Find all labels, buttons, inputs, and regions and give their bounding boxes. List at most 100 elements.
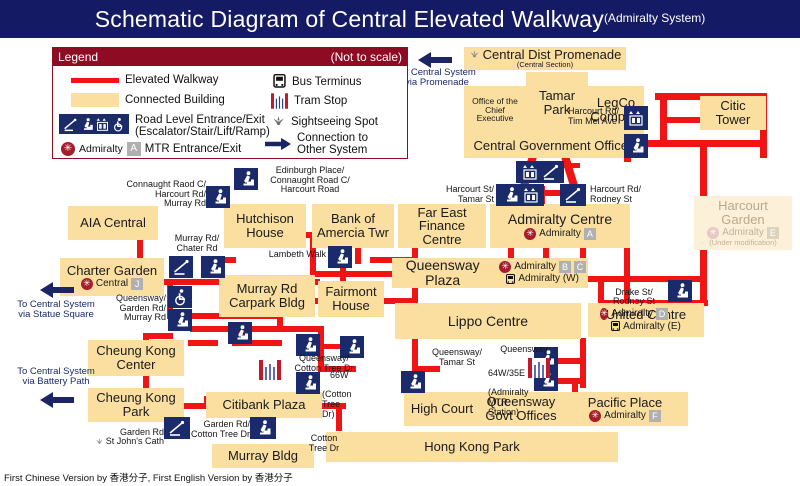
facility-stair-legco[interactable] (624, 134, 648, 158)
building-name: Harcourt Garden (718, 197, 768, 227)
facility-queensway-cotton-tree-upper[interactable] (296, 334, 320, 356)
arrow-left-icon (40, 392, 74, 408)
legend-item-bus-terminus: Bus Terminus (273, 74, 361, 89)
walkway-segment (580, 276, 706, 282)
label-harcourt-rodney: Harcourt Rd/ Rodney St (590, 184, 642, 204)
walkway-segment (572, 382, 578, 396)
stair-icon (345, 339, 360, 354)
title-suffix: (Admiralty System) (603, 11, 706, 25)
tram-stop-admiralty-mtr[interactable] (528, 358, 550, 383)
building-pacific-place[interactable]: Pacific Place ✳ Admiralty F (562, 392, 688, 426)
building-office-chief-executive[interactable]: Office of the Chief Executive (464, 86, 526, 134)
label-harcourt-tim-mei: Harcourt Rd/ Tim Mei Ave (568, 106, 620, 126)
building-cheung-kong-park[interactable]: Cheung Kong Park (88, 388, 184, 422)
facility-garden-rd-cotton-tree-stair[interactable] (250, 417, 276, 439)
label-harcourt-st-tamar-st: Harcourt St/ Tamar St (445, 184, 494, 204)
mtr-exit-badge: B (559, 261, 571, 273)
building-swatch-icon (71, 93, 119, 107)
building-hutchison-house[interactable]: Hutchison House (224, 204, 306, 248)
walkway-segment (412, 248, 418, 264)
facility-66w-stair[interactable] (340, 336, 364, 358)
building-name: Far East Finance Centre (417, 204, 467, 247)
label-drake-rodney: Drake St/ Rodney St ✳ Admiralty D (600, 278, 668, 330)
building-murray-rd-carpark-bldg[interactable]: Murray Rd Carpark Bldg (219, 275, 315, 317)
label-subtext: (Cotton Tree Dr) (322, 389, 352, 419)
building-name: Citibank Plaza (222, 397, 306, 413)
facility-lambeth-walk[interactable] (328, 246, 352, 268)
legend-sublabel: (Escalator/Stair/Lift/Ramp) (135, 126, 270, 139)
facility-escalator-harcourt-rodney[interactable] (560, 184, 586, 206)
escalator-icon (169, 420, 185, 436)
building-cheung-kong-center[interactable]: Cheung Kong Center (88, 340, 184, 376)
building-tamar-park[interactable]: Tamar Park (526, 72, 588, 134)
facility-harcourt-st-tamar-st[interactable] (496, 184, 544, 206)
legend-item-elevated-walkway: Elevated Walkway (71, 74, 219, 86)
label-text: Garden Rd St John's Cath (105, 426, 164, 447)
label-garden-rd-cotton-tree: Garden Rd/ Cotton Tree Dr (190, 419, 250, 439)
facility-escalator-harcourt-tim-mei[interactable] (516, 161, 564, 183)
legend-label: Elevated Walkway (125, 74, 219, 86)
building-murray-bldg[interactable]: Murray Bldg (212, 444, 314, 468)
tram-stop-cotton-tree-dr[interactable] (259, 360, 281, 385)
facility-garden-rd-st-johns-escalator[interactable] (164, 417, 190, 439)
stair-icon (233, 325, 248, 340)
bus-terminus-name: Admiralty (W) (518, 273, 579, 285)
walkway-segment (310, 271, 392, 277)
building-queensway-plaza[interactable]: Queensway Plaza ✳ Admiralty B C Admiralt… (392, 258, 588, 288)
lift-icon (522, 165, 537, 180)
facility-murray-chater-escalator[interactable] (169, 256, 193, 278)
building-aia-central[interactable]: AIA Central (68, 206, 158, 240)
walkway-segment (558, 378, 586, 384)
building-queensway-govt-offices[interactable]: Queensway Govt Offices (480, 392, 562, 426)
facility-murray-carpark-stair[interactable] (228, 322, 252, 344)
facility-connaught-road-c[interactable] (206, 186, 230, 208)
walkway-segment (318, 344, 340, 349)
building-name: Hong Kong Park (424, 439, 520, 455)
facility-drake-rodney-stair[interactable] (668, 280, 692, 302)
building-far-east-finance-centre[interactable]: Far East Finance Centre (398, 204, 486, 248)
walkway-segment (580, 338, 586, 388)
building-citic-tower[interactable]: Citic Tower (700, 96, 766, 130)
walkway-segment (530, 190, 582, 196)
label-murray-chater: Murray Rd/ Chater Rd (174, 233, 220, 253)
facility-lift-harcourt-tim-mei[interactable] (624, 106, 648, 130)
building-citibank-plaza[interactable]: Citibank Plaza (206, 392, 322, 418)
facility-queensway-cotton-tree-lower[interactable] (296, 372, 320, 394)
facility-murray-chater-stair[interactable] (201, 256, 225, 278)
building-hong-kong-park[interactable]: Hong Kong Park (326, 432, 618, 462)
building-high-court[interactable]: High Court (404, 392, 480, 426)
walkway-segment (412, 366, 440, 372)
escalator-stair-lift-ramp-icon-group (59, 114, 129, 134)
stair-icon (502, 187, 517, 202)
label-66w: 66W (Cotton Tree Dr) (282, 363, 352, 429)
tram-icon (271, 93, 288, 109)
building-name: Charter Garden (66, 262, 158, 278)
walkway-segment (336, 403, 342, 431)
mtr-station-name: Admiralty (722, 226, 764, 238)
building-lippo-centre[interactable]: Lippo Centre (395, 303, 581, 339)
building-bank-of-amercia-twr[interactable]: Bank of Amercia Twr (312, 204, 394, 248)
legend-title: Legend (58, 50, 99, 64)
facility-queensway-garden-ramp[interactable] (168, 286, 192, 308)
stair-icon (301, 375, 316, 390)
building-name: Bank of Amercia Twr (317, 211, 389, 240)
facility-queensway-garden-stair[interactable] (168, 309, 192, 331)
mtr-station-name: Admiralty (604, 410, 646, 422)
mtr-exit-badge: D (656, 308, 668, 321)
label-connaught-road-c: Connaught Raod C/ Harcourt Rd/ Murray Rd (126, 179, 206, 209)
facility-queensway-tamar-st[interactable] (401, 371, 425, 393)
mtr-exit-badge: J (131, 278, 144, 291)
building-central-government-offices[interactable]: Central Government Offices (464, 134, 644, 158)
building-fairmont-house[interactable]: Fairmont House (318, 281, 384, 317)
stair-icon (80, 117, 93, 130)
walkway-segment (558, 358, 586, 364)
arrow-to-battery-path (40, 390, 74, 415)
label-text: 66W (330, 369, 349, 380)
building-admiralty-centre[interactable]: Admiralty Centre ✳ Admiralty A (490, 204, 630, 248)
building-central-dist-promenade[interactable]: Central Dist Promenade (Central Section) (464, 47, 626, 70)
building-harcourt-garden[interactable]: Harcourt Garden ✳ Admiralty E (Under mod… (694, 196, 792, 250)
building-charter-garden[interactable]: Charter Garden ✳ Central J (60, 258, 164, 296)
facility-edinburgh-place[interactable] (234, 168, 258, 190)
label-garden-rd-st-johns: Garden Rd St John's Cath (78, 418, 164, 449)
